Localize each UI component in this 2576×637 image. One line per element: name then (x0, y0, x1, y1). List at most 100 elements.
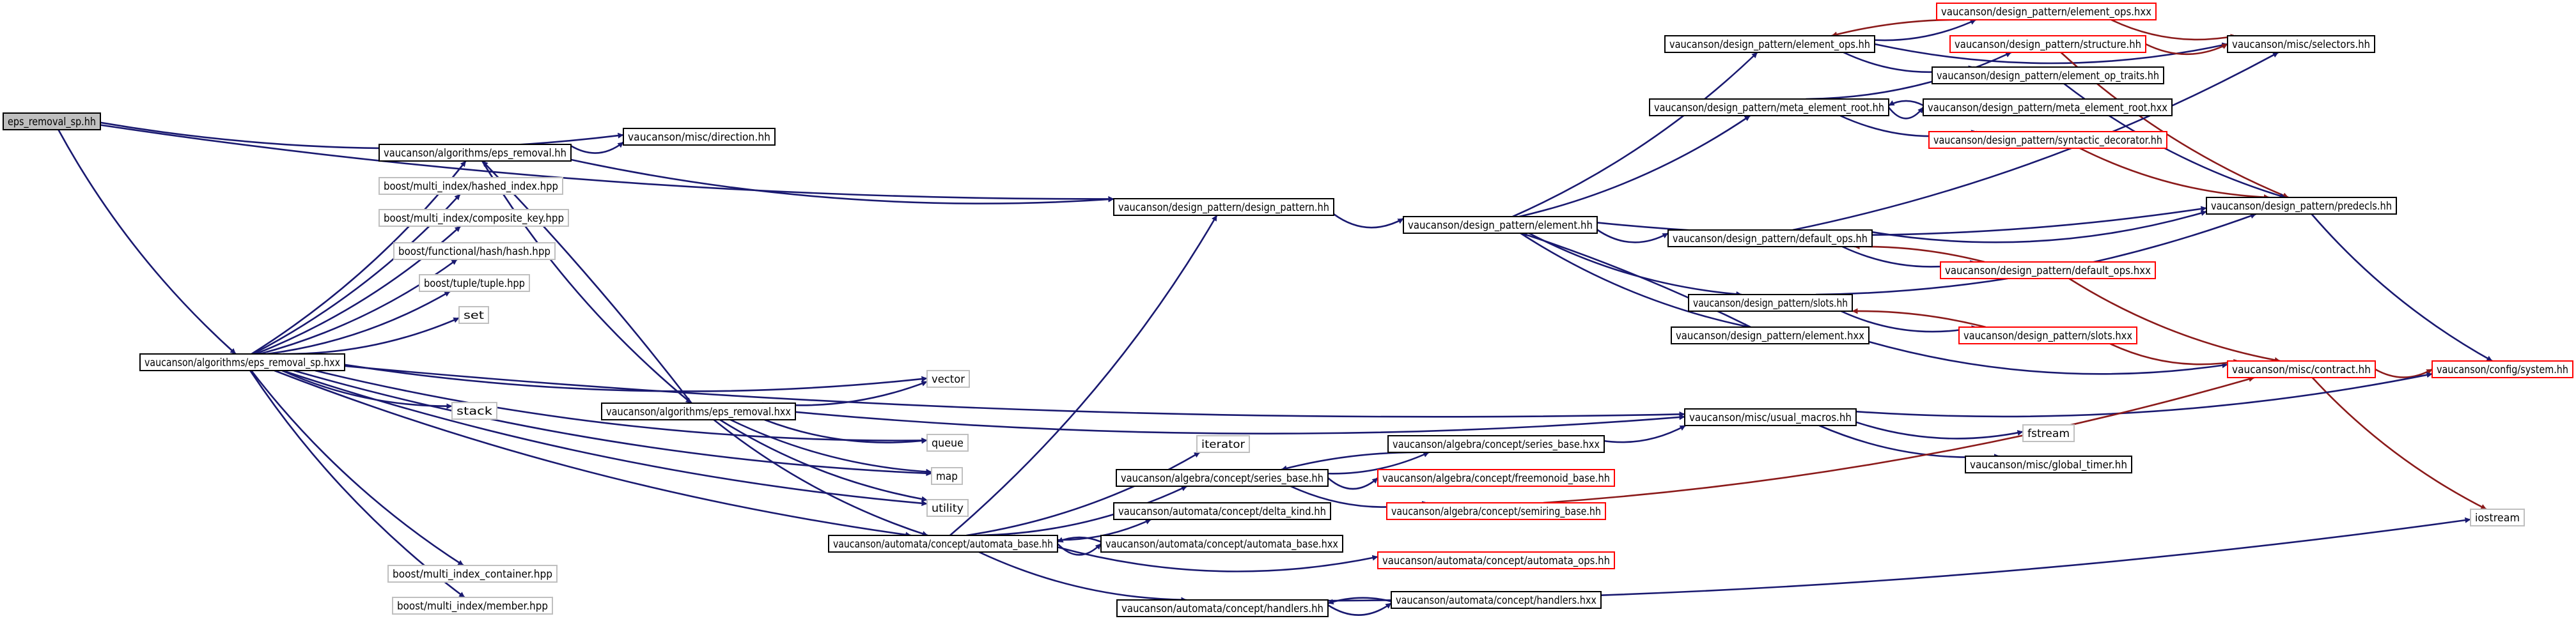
node-alg_eps_removal_sp_hxx[interactable]: vaucanson/algorithms/eps_removal_sp.hxx (139, 353, 345, 371)
node-box[interactable] (601, 403, 796, 420)
node-dp_element_hxx[interactable]: vaucanson/design_pattern/element.hxx (1671, 326, 1870, 344)
node-box[interactable] (139, 353, 345, 371)
node-box[interactable] (926, 370, 970, 388)
node-box[interactable] (2206, 197, 2397, 215)
node-dp_element_ops_hxx[interactable]: vaucanson/design_pattern/element_ops.hxx (1936, 3, 2157, 20)
node-box[interactable] (1932, 66, 2164, 84)
node-boost_member[interactable]: boost/multi_index/member.hpp (392, 597, 553, 615)
node-boost_hash[interactable]: boost/functional/hash/hash.hpp (393, 242, 556, 260)
node-box[interactable] (379, 144, 572, 162)
node-aut_handlers_hxx[interactable]: vaucanson/automata/concept/handlers.hxx (1391, 591, 1602, 609)
node-box[interactable] (1377, 551, 1615, 569)
node-misc_contract_hh[interactable]: vaucanson/misc/contract.hh (2227, 360, 2376, 378)
node-dp_meta_element_root_hh[interactable]: vaucanson/design_pattern/meta_element_ro… (1649, 98, 1889, 116)
node-box[interactable] (2227, 35, 2375, 53)
node-dp_structure_hh[interactable]: vaucanson/design_pattern/structure.hh (1949, 35, 2146, 53)
node-dp_element_hh[interactable]: vaucanson/design_pattern/element.hh (1403, 216, 1598, 234)
node-box[interactable] (1940, 261, 2156, 279)
node-aut_handlers_hh[interactable]: vaucanson/automata/concept/handlers.hh (1116, 599, 1329, 617)
node-box[interactable] (419, 274, 530, 292)
node-misc_selectors_hh[interactable]: vaucanson/misc/selectors.hh (2227, 35, 2375, 53)
node-alg_freemonoid_base_hh[interactable]: vaucanson/algebra/concept/freemonoid_bas… (1377, 469, 1615, 487)
node-box[interactable] (1684, 408, 1857, 426)
node-std_utility[interactable]: utility (926, 499, 969, 517)
node-box[interactable] (458, 306, 489, 324)
node-dp_slots_hh[interactable]: vaucanson/design_pattern/slots.hh (1688, 294, 1853, 312)
node-std_stack[interactable]: stack (451, 402, 497, 420)
node-misc_usual_macros_hh[interactable]: vaucanson/misc/usual_macros.hh (1684, 408, 1857, 426)
node-eps_removal_sp_hh[interactable]: eps_removal_sp.hh (3, 112, 101, 130)
node-alg_eps_removal_hxx[interactable]: vaucanson/algorithms/eps_removal.hxx (601, 403, 796, 420)
node-boost_hashed_index[interactable]: boost/multi_index/hashed_index.hpp (379, 177, 563, 195)
node-dp_meta_element_root_hxx[interactable]: vaucanson/design_pattern/meta_element_ro… (1923, 98, 2173, 116)
node-dp_syntactic_decorator_hh[interactable]: vaucanson/design_pattern/syntactic_decor… (1928, 131, 2167, 149)
node-box[interactable] (3, 112, 101, 130)
node-dp_design_pattern_hh[interactable]: vaucanson/design_pattern/design_pattern.… (1113, 198, 1334, 216)
node-box[interactable] (451, 402, 497, 420)
node-box[interactable] (1649, 98, 1889, 116)
node-box[interactable] (1688, 294, 1853, 312)
node-boost_tuple[interactable]: boost/tuple/tuple.hpp (419, 274, 530, 292)
node-box[interactable] (1391, 591, 1602, 609)
node-box[interactable] (1949, 35, 2146, 53)
node-box[interactable] (1923, 98, 2173, 116)
node-box[interactable] (1965, 456, 2132, 473)
node-config_system_hh[interactable]: vaucanson/config/system.hh (2432, 360, 2573, 378)
node-box[interactable] (1386, 502, 1606, 520)
node-box[interactable] (1387, 435, 1605, 453)
node-dp_predecls_hh[interactable]: vaucanson/design_pattern/predecls.hh (2206, 197, 2397, 215)
node-box[interactable] (2432, 360, 2573, 378)
node-alg_semiring_base_hh[interactable]: vaucanson/algebra/concept/semiring_base.… (1386, 502, 1606, 520)
node-box[interactable] (926, 434, 969, 452)
node-box[interactable] (1958, 326, 2137, 344)
node-box[interactable] (828, 535, 1058, 553)
node-box[interactable] (1116, 469, 1329, 487)
node-box[interactable] (1377, 469, 1615, 487)
node-box[interactable] (1100, 535, 1343, 553)
node-std_iterator[interactable]: iterator (1196, 435, 1250, 453)
node-box[interactable] (1936, 3, 2157, 20)
node-box[interactable] (1671, 326, 1870, 344)
node-box[interactable] (392, 597, 553, 615)
node-box[interactable] (1667, 229, 1873, 247)
node-dp_default_ops_hh[interactable]: vaucanson/design_pattern/default_ops.hh (1667, 229, 1873, 247)
node-std_queue[interactable]: queue (926, 434, 969, 452)
node-misc_direction_hh[interactable]: vaucanson/misc/direction.hh (623, 128, 776, 146)
node-box[interactable] (2022, 424, 2075, 442)
node-box[interactable] (379, 177, 563, 195)
node-box[interactable] (387, 565, 558, 583)
node-alg_series_base_hxx[interactable]: vaucanson/algebra/concept/series_base.hx… (1387, 435, 1605, 453)
node-box[interactable] (623, 128, 776, 146)
node-box[interactable] (1113, 198, 1334, 216)
node-box[interactable] (931, 467, 963, 485)
node-alg_series_base_hh[interactable]: vaucanson/algebra/concept/series_base.hh (1116, 469, 1329, 487)
node-std_set[interactable]: set (458, 306, 489, 324)
node-box[interactable] (379, 209, 569, 227)
node-std_fstream[interactable]: fstream (2022, 424, 2075, 442)
node-boost_container[interactable]: boost/multi_index_container.hpp (387, 565, 558, 583)
node-box[interactable] (1113, 502, 1331, 520)
node-aut_automata_base_hh[interactable]: vaucanson/automata/concept/automata_base… (828, 535, 1058, 553)
node-aut_automata_base_hxx[interactable]: vaucanson/automata/concept/automata_base… (1100, 535, 1343, 553)
node-box[interactable] (2470, 509, 2525, 526)
node-std_map[interactable]: map (931, 467, 963, 485)
node-box[interactable] (1403, 216, 1598, 234)
node-aut_delta_kind_hh[interactable]: vaucanson/automata/concept/delta_kind.hh (1113, 502, 1331, 520)
node-box[interactable] (393, 242, 556, 260)
node-misc_global_timer_hh[interactable]: vaucanson/misc/global_timer.hh (1965, 456, 2132, 473)
node-dp_element_ops_hh[interactable]: vaucanson/design_pattern/element_ops.hh (1664, 35, 1875, 53)
node-boost_composite_key[interactable]: boost/multi_index/composite_key.hpp (379, 209, 569, 227)
node-box[interactable] (2227, 360, 2376, 378)
node-box[interactable] (1928, 131, 2167, 149)
node-std_iostream[interactable]: iostream (2470, 509, 2525, 526)
node-box[interactable] (1664, 35, 1875, 53)
node-box[interactable] (1196, 435, 1250, 453)
node-std_vector[interactable]: vector (926, 370, 970, 388)
node-box[interactable] (926, 499, 969, 517)
node-aut_automata_ops_hh[interactable]: vaucanson/automata/concept/automata_ops.… (1377, 551, 1615, 569)
node-dp_default_ops_hxx[interactable]: vaucanson/design_pattern/default_ops.hxx (1940, 261, 2156, 279)
node-box[interactable] (1116, 599, 1329, 617)
node-dp_slots_hxx[interactable]: vaucanson/design_pattern/slots.hxx (1958, 326, 2137, 344)
node-alg_eps_removal_hh[interactable]: vaucanson/algorithms/eps_removal.hh (379, 144, 572, 162)
node-dp_element_op_traits_hh[interactable]: vaucanson/design_pattern/element_op_trai… (1932, 66, 2164, 84)
